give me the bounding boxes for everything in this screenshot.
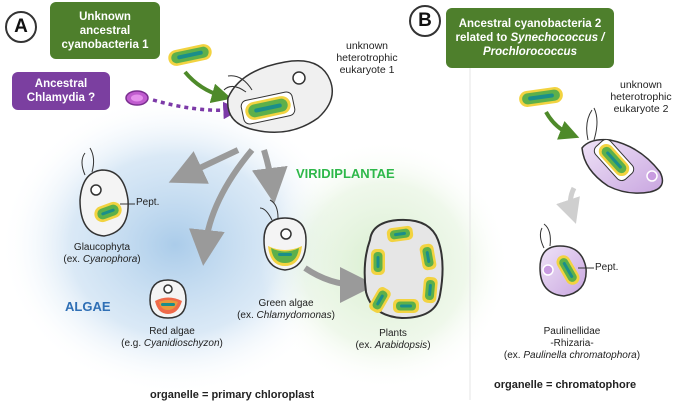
green-algae-species: Chlamydomonas <box>256 310 332 321</box>
red-algae-prefix: (e.g. <box>121 338 144 349</box>
glaucophyte-cell <box>79 147 135 237</box>
red-algae-line1: Red algae <box>149 326 195 337</box>
green-algae-prefix: (ex. <box>237 310 257 321</box>
host2-label: unknown heterotrophic eukaryote 2 <box>596 79 685 115</box>
green-algae-line2: (ex. Chlamydomonas) <box>226 310 346 322</box>
footer-a: organelle = primary chloroplast <box>150 389 315 401</box>
glaucophyta-prefix: (ex. <box>63 254 83 265</box>
pept-label-a: Pept. <box>136 197 160 208</box>
host1-label: unknown heterotrophic eukaryote 1 <box>322 40 412 76</box>
box-cyano2-line2: related to Synechococcus / <box>456 31 605 45</box>
host2-label-line2: heterotrophic <box>610 91 672 103</box>
box-ancestral-cyanobacteria-2: Ancestral cyanobacteria 2 related to Syn… <box>446 8 614 68</box>
cyanobacterium-2-icon <box>519 87 563 107</box>
host-cell-1 <box>223 60 333 133</box>
paulinella-suffix: ) <box>636 350 641 361</box>
host1-label-line1: unknown <box>345 40 389 52</box>
paulinella-label: Paulinellidae -Rhizaria- (ex. Paulinella… <box>482 326 662 362</box>
paulinella-prefix: (ex. <box>503 350 524 361</box>
viridiplantae-label: VIRIDIPLANTAE <box>296 166 395 181</box>
branch-arrow-red <box>188 148 255 266</box>
plants-line1: Plants <box>379 328 407 339</box>
paulinella-line2: -Rhizaria- <box>550 338 594 349</box>
glaucophyta-suffix: ) <box>137 254 141 265</box>
host2-label-line1: unknown <box>619 79 663 91</box>
red-algae-species: Cyanidioschyzon <box>143 338 220 349</box>
box-chlamydia-line1: Ancestral <box>34 78 88 90</box>
glaucophyta-species: Cyanophora <box>82 254 138 265</box>
box-cyano2-line1: Ancestral cyanobacteria 2 <box>458 18 602 30</box>
panel-label-b: B <box>409 5 441 37</box>
paulinella-cell <box>539 223 594 297</box>
green-algae-suffix: ) <box>331 310 335 321</box>
red-alga-cell <box>149 279 187 319</box>
red-algae-label: Red algae (e.g. Cyanidioschyzon) <box>112 326 232 350</box>
descent-arrow-light <box>556 186 580 224</box>
box-cyano-line3: cyanobacteria 1 <box>61 38 149 51</box>
host2-label-line3: eukaryote 2 <box>613 103 669 115</box>
branch-arrow-green <box>251 149 288 204</box>
red-algae-line2: (e.g. Cyanidioschyzon) <box>112 338 232 350</box>
box-cyano-line2: ancestral <box>79 24 131 37</box>
paulinella-species: Paulinella chromatophora <box>523 350 637 361</box>
paulinella-line3: (ex. Paulinella chromatophora) <box>482 350 662 362</box>
footer-b: organelle = chromatophore <box>494 379 637 391</box>
plants-line2: (ex. Arabidopsis) <box>348 340 438 352</box>
plants-label: Plants (ex. Arabidopsis) <box>348 328 438 352</box>
branch-arrow-glauco <box>168 147 240 184</box>
green-algae-line1: Green algae <box>258 298 314 309</box>
pept-label-b: Pept. <box>595 262 619 273</box>
glaucophyta-line2: (ex. Cyanophora) <box>52 254 152 266</box>
host1-label-line3: eukaryote 1 <box>339 64 395 76</box>
engulf-arrow-green <box>183 70 232 104</box>
branch-arrow-plants <box>303 265 376 303</box>
red-algae-suffix: ) <box>219 338 223 349</box>
green-alga-cell <box>259 199 307 271</box>
chlamydia-inner-icon <box>131 94 143 102</box>
engulf-arrow-green-b <box>544 110 580 140</box>
green-algae-label: Green algae (ex. Chlamydomonas) <box>226 298 346 322</box>
box-unknown-cyanobacteria-1: Unknown ancestral cyanobacteria 1 <box>50 2 160 59</box>
glaucophyta-label: Glaucophyta (ex. Cyanophora) <box>52 242 152 266</box>
box-cyano-line1: Unknown <box>79 10 131 23</box>
box-cyano2-species2: Prochlorococcus <box>483 46 577 58</box>
plants-prefix: (ex. <box>355 340 375 351</box>
host-cell-2 <box>581 107 664 194</box>
glaucophyta-line1: Glaucophyta <box>73 242 131 253</box>
box-chlamydia-line2: Chlamydia ? <box>26 92 96 104</box>
panel-label-a: A <box>5 11 37 43</box>
host1-label-line2: heterotrophic <box>336 52 398 64</box>
box-cyano2-species1: Synechococcus / <box>510 32 605 44</box>
chlamydia-arrow-dotted <box>152 98 241 120</box>
cyanobacterium-icon <box>168 44 212 66</box>
box-cyano2-prefix: related to <box>455 32 511 44</box>
plants-species: Arabidopsis <box>374 340 428 351</box>
box-ancestral-chlamydia: Ancestral Chlamydia ? <box>12 72 110 110</box>
paulinella-line1: Paulinellidae <box>543 326 601 337</box>
algae-label: ALGAE <box>65 299 111 314</box>
plant-cell <box>363 218 444 320</box>
plants-suffix: ) <box>427 340 431 351</box>
